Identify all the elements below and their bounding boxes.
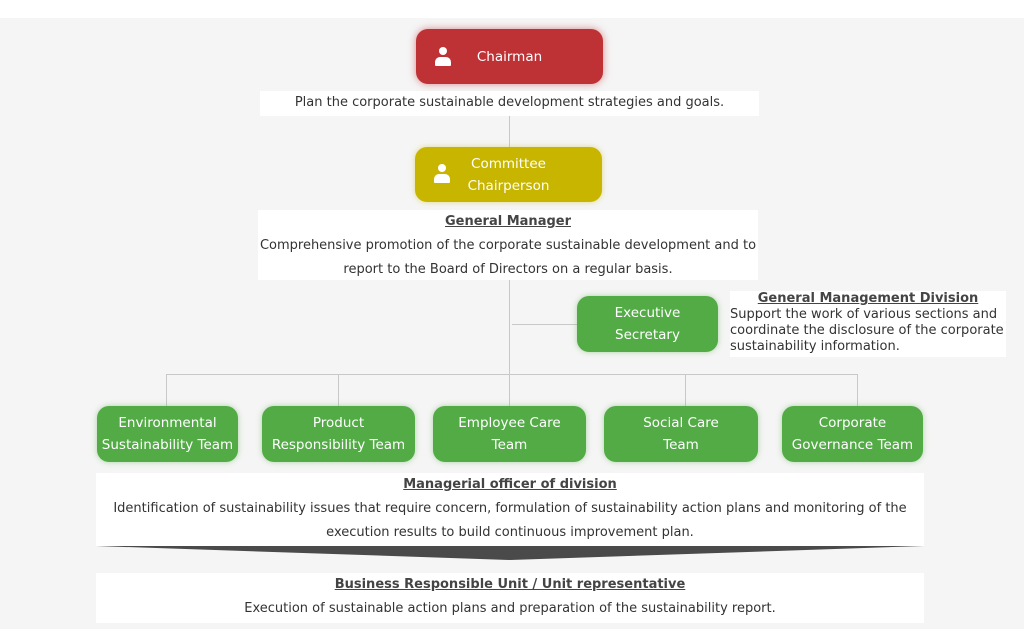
committee-chairperson-label: Committee Chairperson <box>467 155 550 194</box>
down-arrow-band <box>96 546 924 560</box>
general-manager-description: Comprehensive promotion of the corporate… <box>259 238 757 277</box>
general-management-division-description: Support the work of various sections and… <box>730 307 1004 354</box>
team-label: Product Responsibility Team <box>271 415 406 453</box>
connector-team-5 <box>857 374 858 406</box>
team-label: Social Care Team <box>643 415 719 453</box>
team-social-care: Social Care Team <box>604 406 758 462</box>
connector-committee-teams <box>509 280 510 406</box>
managerial-officer-description: Identification of sustainability issues … <box>113 501 907 540</box>
connector-team-4 <box>685 374 686 406</box>
chairman-description: Plan the corporate sustainable developme… <box>294 95 725 110</box>
team-label: Environmental Sustainability Team <box>101 415 234 453</box>
connector-team-1 <box>166 374 167 406</box>
general-manager-title: General Manager <box>445 214 571 229</box>
business-unit-description: Execution of sustainable action plans an… <box>244 601 776 616</box>
executive-secretary-node: Executive Secretary <box>577 296 718 352</box>
managerial-officer-box: Managerial officer of division Identific… <box>96 473 924 546</box>
general-management-division-title: General Management Division <box>757 291 979 306</box>
connector-chairman-committee <box>509 116 510 148</box>
managerial-officer-title: Managerial officer of division <box>403 477 617 492</box>
committee-chairperson-node: Committee Chairperson <box>415 147 602 202</box>
connector-teams-horizontal <box>166 374 858 375</box>
business-unit-title: Business Responsible Unit / Unit represe… <box>334 577 686 592</box>
general-manager-box: General Manager Comprehensive promotion … <box>258 210 758 280</box>
team-corporate-governance: Corporate Governance Team <box>782 406 923 462</box>
team-environmental-sustainability: Environmental Sustainability Team <box>97 406 238 462</box>
team-employee-care: Employee Care Team <box>433 406 586 462</box>
general-management-division-box: General Management Division Support the … <box>730 291 1006 357</box>
team-label: Employee Care Team <box>458 415 561 453</box>
chairman-description-box: Plan the corporate sustainable developme… <box>260 91 759 116</box>
connector-executive <box>512 324 578 325</box>
connector-team-2 <box>338 374 339 406</box>
business-unit-box: Business Responsible Unit / Unit represe… <box>96 573 924 623</box>
chairman-label: Chairman <box>476 48 543 65</box>
chairman-person-icon <box>435 47 451 67</box>
chairman-node: Chairman <box>416 29 603 84</box>
team-product-responsibility: Product Responsibility Team <box>262 406 415 462</box>
executive-secretary-label: Executive Secretary <box>614 305 681 343</box>
team-label: Corporate Governance Team <box>791 415 914 453</box>
committee-person-icon <box>434 164 450 184</box>
